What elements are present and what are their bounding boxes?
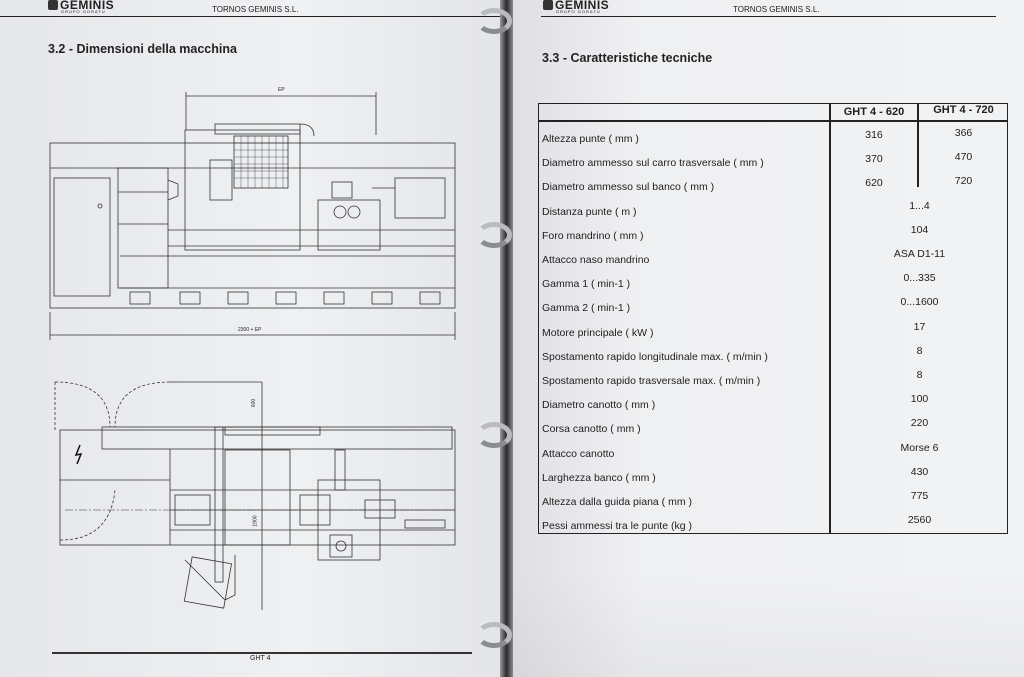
spec-value-shared: 430 xyxy=(910,465,929,478)
table-header-rule xyxy=(538,120,1008,122)
page-header xyxy=(0,0,500,17)
column-header-720: GHT 4 - 720 xyxy=(933,104,994,116)
spec-value-shared: 775 xyxy=(910,490,929,502)
spec-label: Attacco naso mandrino xyxy=(542,254,650,266)
spec-label: Diametro ammesso sul banco ( mm ) xyxy=(542,181,715,194)
section-title: 3.2 - Dimensioni della macchina xyxy=(48,42,237,56)
spec-value-shared: 1...4 xyxy=(909,199,930,212)
spec-label: Diametro ammesso sul carro trasversale (… xyxy=(542,157,764,170)
logo-mark-icon xyxy=(48,0,58,10)
brand-subtitle: GRUPO GORATU xyxy=(61,9,106,14)
binder-ring xyxy=(476,222,512,248)
brand-name: GEMINIS xyxy=(555,0,610,12)
company-name: TORNOS GEMINIS S.L. xyxy=(212,5,299,14)
specs-table xyxy=(538,103,1008,534)
spec-value-shared: 2560 xyxy=(907,514,932,527)
page-shading xyxy=(513,570,1024,677)
spec-label: Altezza punte ( mm ) xyxy=(542,133,639,145)
brand-name: GEMINIS xyxy=(60,0,115,12)
logo-mark-icon xyxy=(543,0,553,10)
spec-label: Distanza punte ( m ) xyxy=(542,205,637,218)
table-column-divider xyxy=(917,103,919,187)
machine-top-view-drawing xyxy=(54,381,456,610)
dimension-label-ep: EP xyxy=(278,87,285,93)
spec-label: Gamma 1 ( min-1 ) xyxy=(542,278,631,291)
spec-value-620: 316 xyxy=(865,129,883,141)
spec-value-shared: 8 xyxy=(916,369,923,381)
binder-ring xyxy=(476,8,512,34)
company-name: TORNOS GEMINIS S.L. xyxy=(733,5,820,14)
machine-front-view-drawing xyxy=(49,92,456,340)
column-header-620: GHT 4 - 620 xyxy=(843,106,905,118)
spec-value-620: 620 xyxy=(865,177,883,190)
spec-label: Corsa canotto ( mm ) xyxy=(542,423,641,436)
spec-label: Spostamento rapido trasversale max. ( m/… xyxy=(542,375,761,387)
left-page: GEMINIS GRUPO GORATU TORNOS GEMINIS S.L.… xyxy=(0,0,500,677)
spec-value-shared: 0...1600 xyxy=(900,296,939,309)
spec-label: Diametro canotto ( mm ) xyxy=(542,399,656,412)
table-column-divider xyxy=(829,103,831,534)
spec-label: Attacco canotto xyxy=(542,447,615,460)
spec-label: Gamma 2 ( min-1 ) xyxy=(542,302,631,315)
spec-value-720: 470 xyxy=(954,151,973,164)
spec-value-shared: 8 xyxy=(916,344,923,357)
spec-value-shared: 100 xyxy=(910,393,929,406)
spec-value-shared: ASA D1-11 xyxy=(893,248,946,260)
spec-label: Spostamento rapido longitudinale max. ( … xyxy=(542,350,768,363)
spec-value-shared: 17 xyxy=(913,320,926,333)
spec-value-620: 370 xyxy=(865,153,883,166)
spec-value-720: 720 xyxy=(954,175,973,188)
spec-value-shared: Morse 6 xyxy=(900,441,939,454)
brand-logo: GEMINIS GRUPO GORATU xyxy=(48,0,114,14)
dimension-label-length: 2300 + EP xyxy=(238,327,262,333)
dimension-label-600: 600 xyxy=(251,398,258,408)
binder-ring xyxy=(476,622,512,648)
dimension-label-1900: 1900 xyxy=(252,515,259,527)
page-header xyxy=(541,0,996,17)
right-page: GEMINIS GRUPO GORATU TORNOS GEMINIS S.L.… xyxy=(513,0,1024,677)
spec-value-shared: 0...335 xyxy=(903,272,936,285)
spec-label: Pessi ammessi tra le punte (kg ) xyxy=(542,520,692,533)
spec-value-720: 366 xyxy=(954,127,973,139)
binder-gutter xyxy=(500,0,513,677)
spec-label: Altezza dalla guida piana ( mm ) xyxy=(542,496,692,508)
spec-value-shared: 220 xyxy=(910,417,929,430)
brand-subtitle: GRUPO GORATU xyxy=(556,9,601,14)
spec-label: Foro mandrino ( mm ) xyxy=(542,229,644,242)
footer-rule xyxy=(52,652,472,654)
footer-model: GHT 4 xyxy=(250,655,271,662)
brand-logo: GEMINIS GRUPO GORATU xyxy=(543,0,609,14)
spec-label: Motore principale ( kW ) xyxy=(542,326,654,339)
spec-value-shared: 104 xyxy=(910,223,929,236)
section-title: 3.3 - Caratteristiche tecniche xyxy=(542,51,713,65)
binder-ring xyxy=(476,422,512,448)
spec-label: Larghezza banco ( mm ) xyxy=(542,471,656,484)
